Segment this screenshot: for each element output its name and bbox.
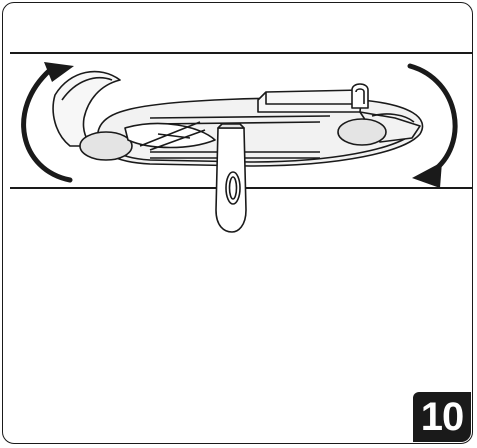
step-number-badge: 10 [413,392,471,442]
top-bar [257,89,363,113]
counterclockwise-arrow-icon [21,62,74,183]
tab-hole [225,171,241,205]
latch-mechanism [52,70,424,233]
left-foot [79,131,133,161]
right-foot [337,118,387,146]
clockwise-arrow-icon [407,63,458,188]
hinge-loop [351,83,369,109]
